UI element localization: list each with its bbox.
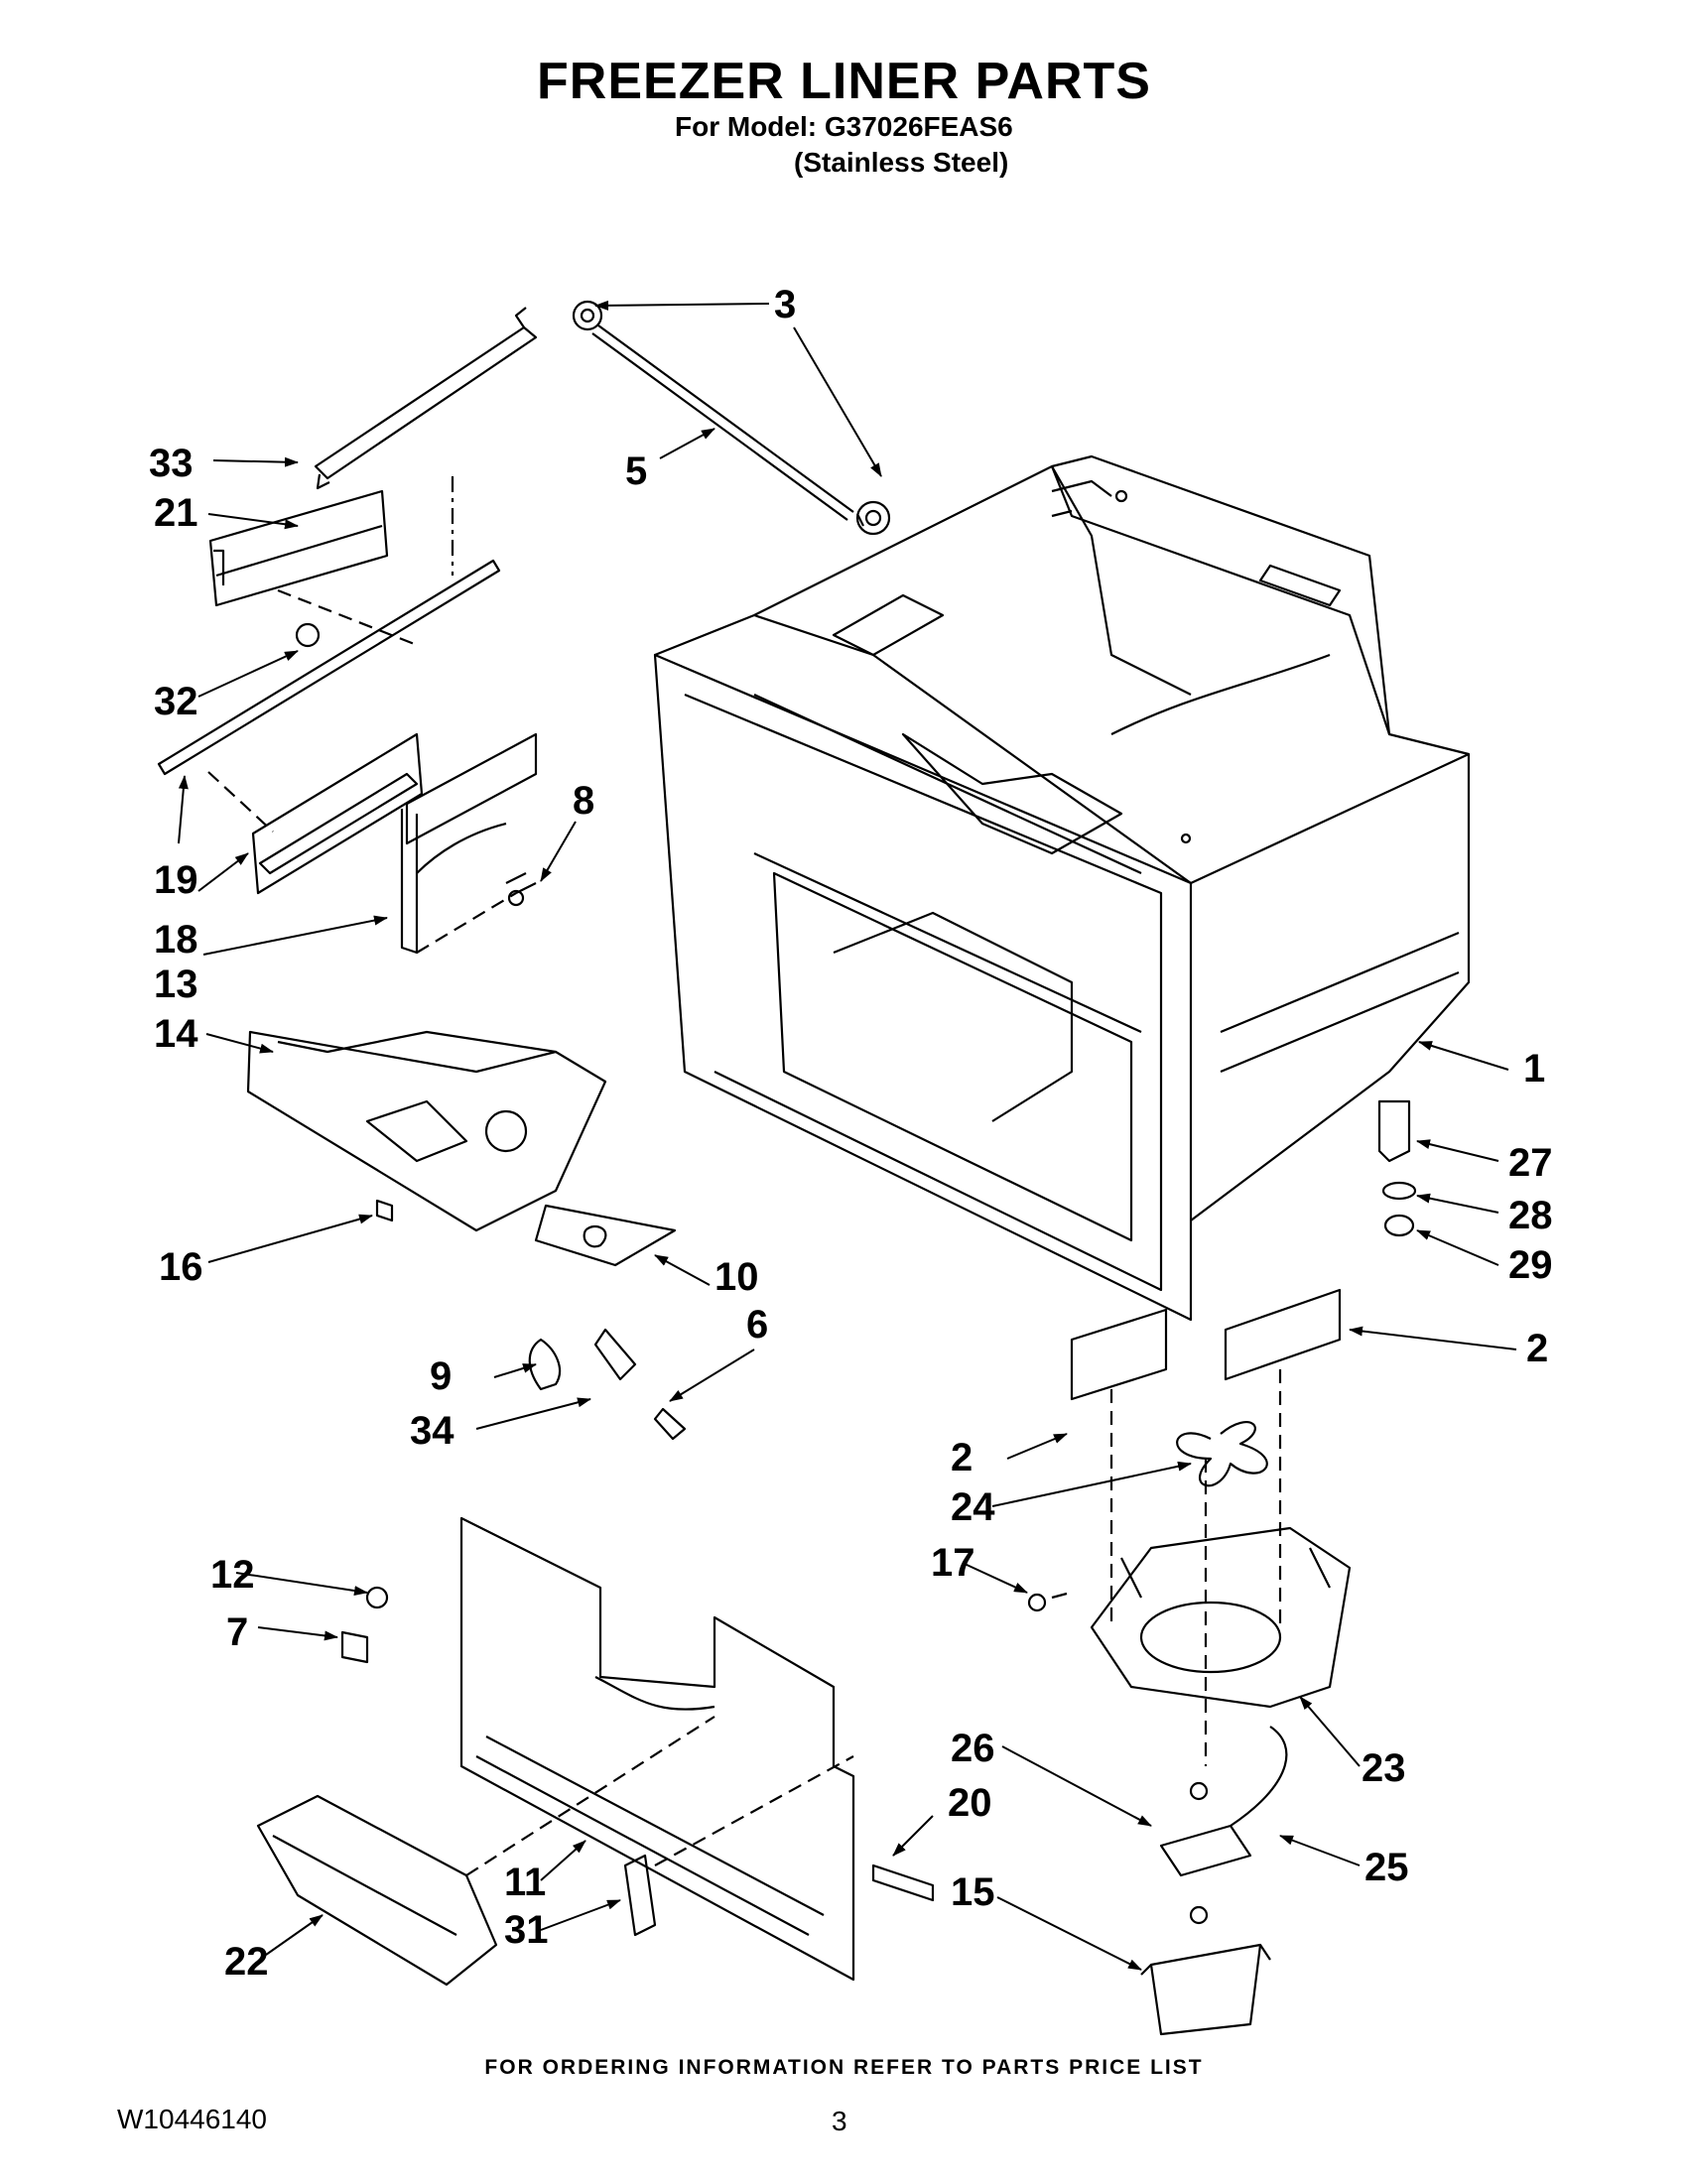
- callout-14: 14: [154, 1012, 198, 1056]
- callout-21: 21: [154, 491, 198, 535]
- callout-6: 6: [746, 1303, 768, 1347]
- drawer-slide-rail-assembly: [157, 307, 538, 955]
- callout-24: 24: [951, 1485, 995, 1529]
- callout-15: 15: [951, 1870, 995, 1914]
- ordering-note: FOR ORDERING INFORMATION REFER TO PARTS …: [484, 2056, 1204, 2079]
- document-number: W10446140: [117, 2104, 268, 2134]
- page-number: 3: [832, 2106, 847, 2136]
- callout-13: 13: [154, 963, 198, 1006]
- callout-17: 17: [931, 1541, 975, 1585]
- callout-26: 26: [951, 1727, 995, 1770]
- freezer-liner-shape: [653, 454, 1471, 1322]
- callout-34: 34: [410, 1409, 454, 1453]
- callout-10: 10: [714, 1255, 759, 1299]
- callout-8: 8: [573, 779, 594, 823]
- finish-line: (Stainless Steel): [794, 147, 1009, 178]
- callout-32: 32: [154, 680, 198, 723]
- callout-18: 18: [154, 918, 198, 962]
- callout-5: 5: [625, 450, 647, 493]
- callout-33: 33: [149, 442, 194, 485]
- evaporator-fan-assembly: [1027, 1288, 1352, 2036]
- callout-1: 1: [1523, 1047, 1545, 1091]
- callout-19: 19: [154, 858, 198, 902]
- drawer-rod-and-gears: [572, 300, 891, 536]
- callout-11: 11: [504, 1861, 546, 1904]
- page-title: FREEZER LINER PARTS: [537, 53, 1151, 110]
- callout-25: 25: [1364, 1846, 1409, 1889]
- callout-23: 23: [1362, 1746, 1406, 1790]
- callout-28: 28: [1508, 1194, 1553, 1237]
- callout-16: 16: [159, 1245, 203, 1289]
- callout-2-left: 2: [951, 1436, 973, 1479]
- model-line: For Model: G37026FEAS6: [675, 111, 1013, 142]
- callout-7: 7: [226, 1610, 248, 1654]
- callout-12: 12: [210, 1553, 255, 1597]
- callout-22: 22: [224, 1940, 269, 1984]
- callout-9: 9: [430, 1354, 452, 1398]
- callout-3: 3: [774, 283, 796, 326]
- callout-29: 29: [1508, 1243, 1553, 1287]
- drain-fitting-parts: [1377, 1099, 1417, 1237]
- rear-panel-and-grille: [256, 1516, 935, 1987]
- callout-2-right: 2: [1526, 1327, 1548, 1370]
- callout-27: 27: [1508, 1141, 1553, 1185]
- callout-20: 20: [948, 1781, 992, 1825]
- callout-31: 31: [504, 1908, 549, 1952]
- light-housing-shape: [246, 1030, 687, 1441]
